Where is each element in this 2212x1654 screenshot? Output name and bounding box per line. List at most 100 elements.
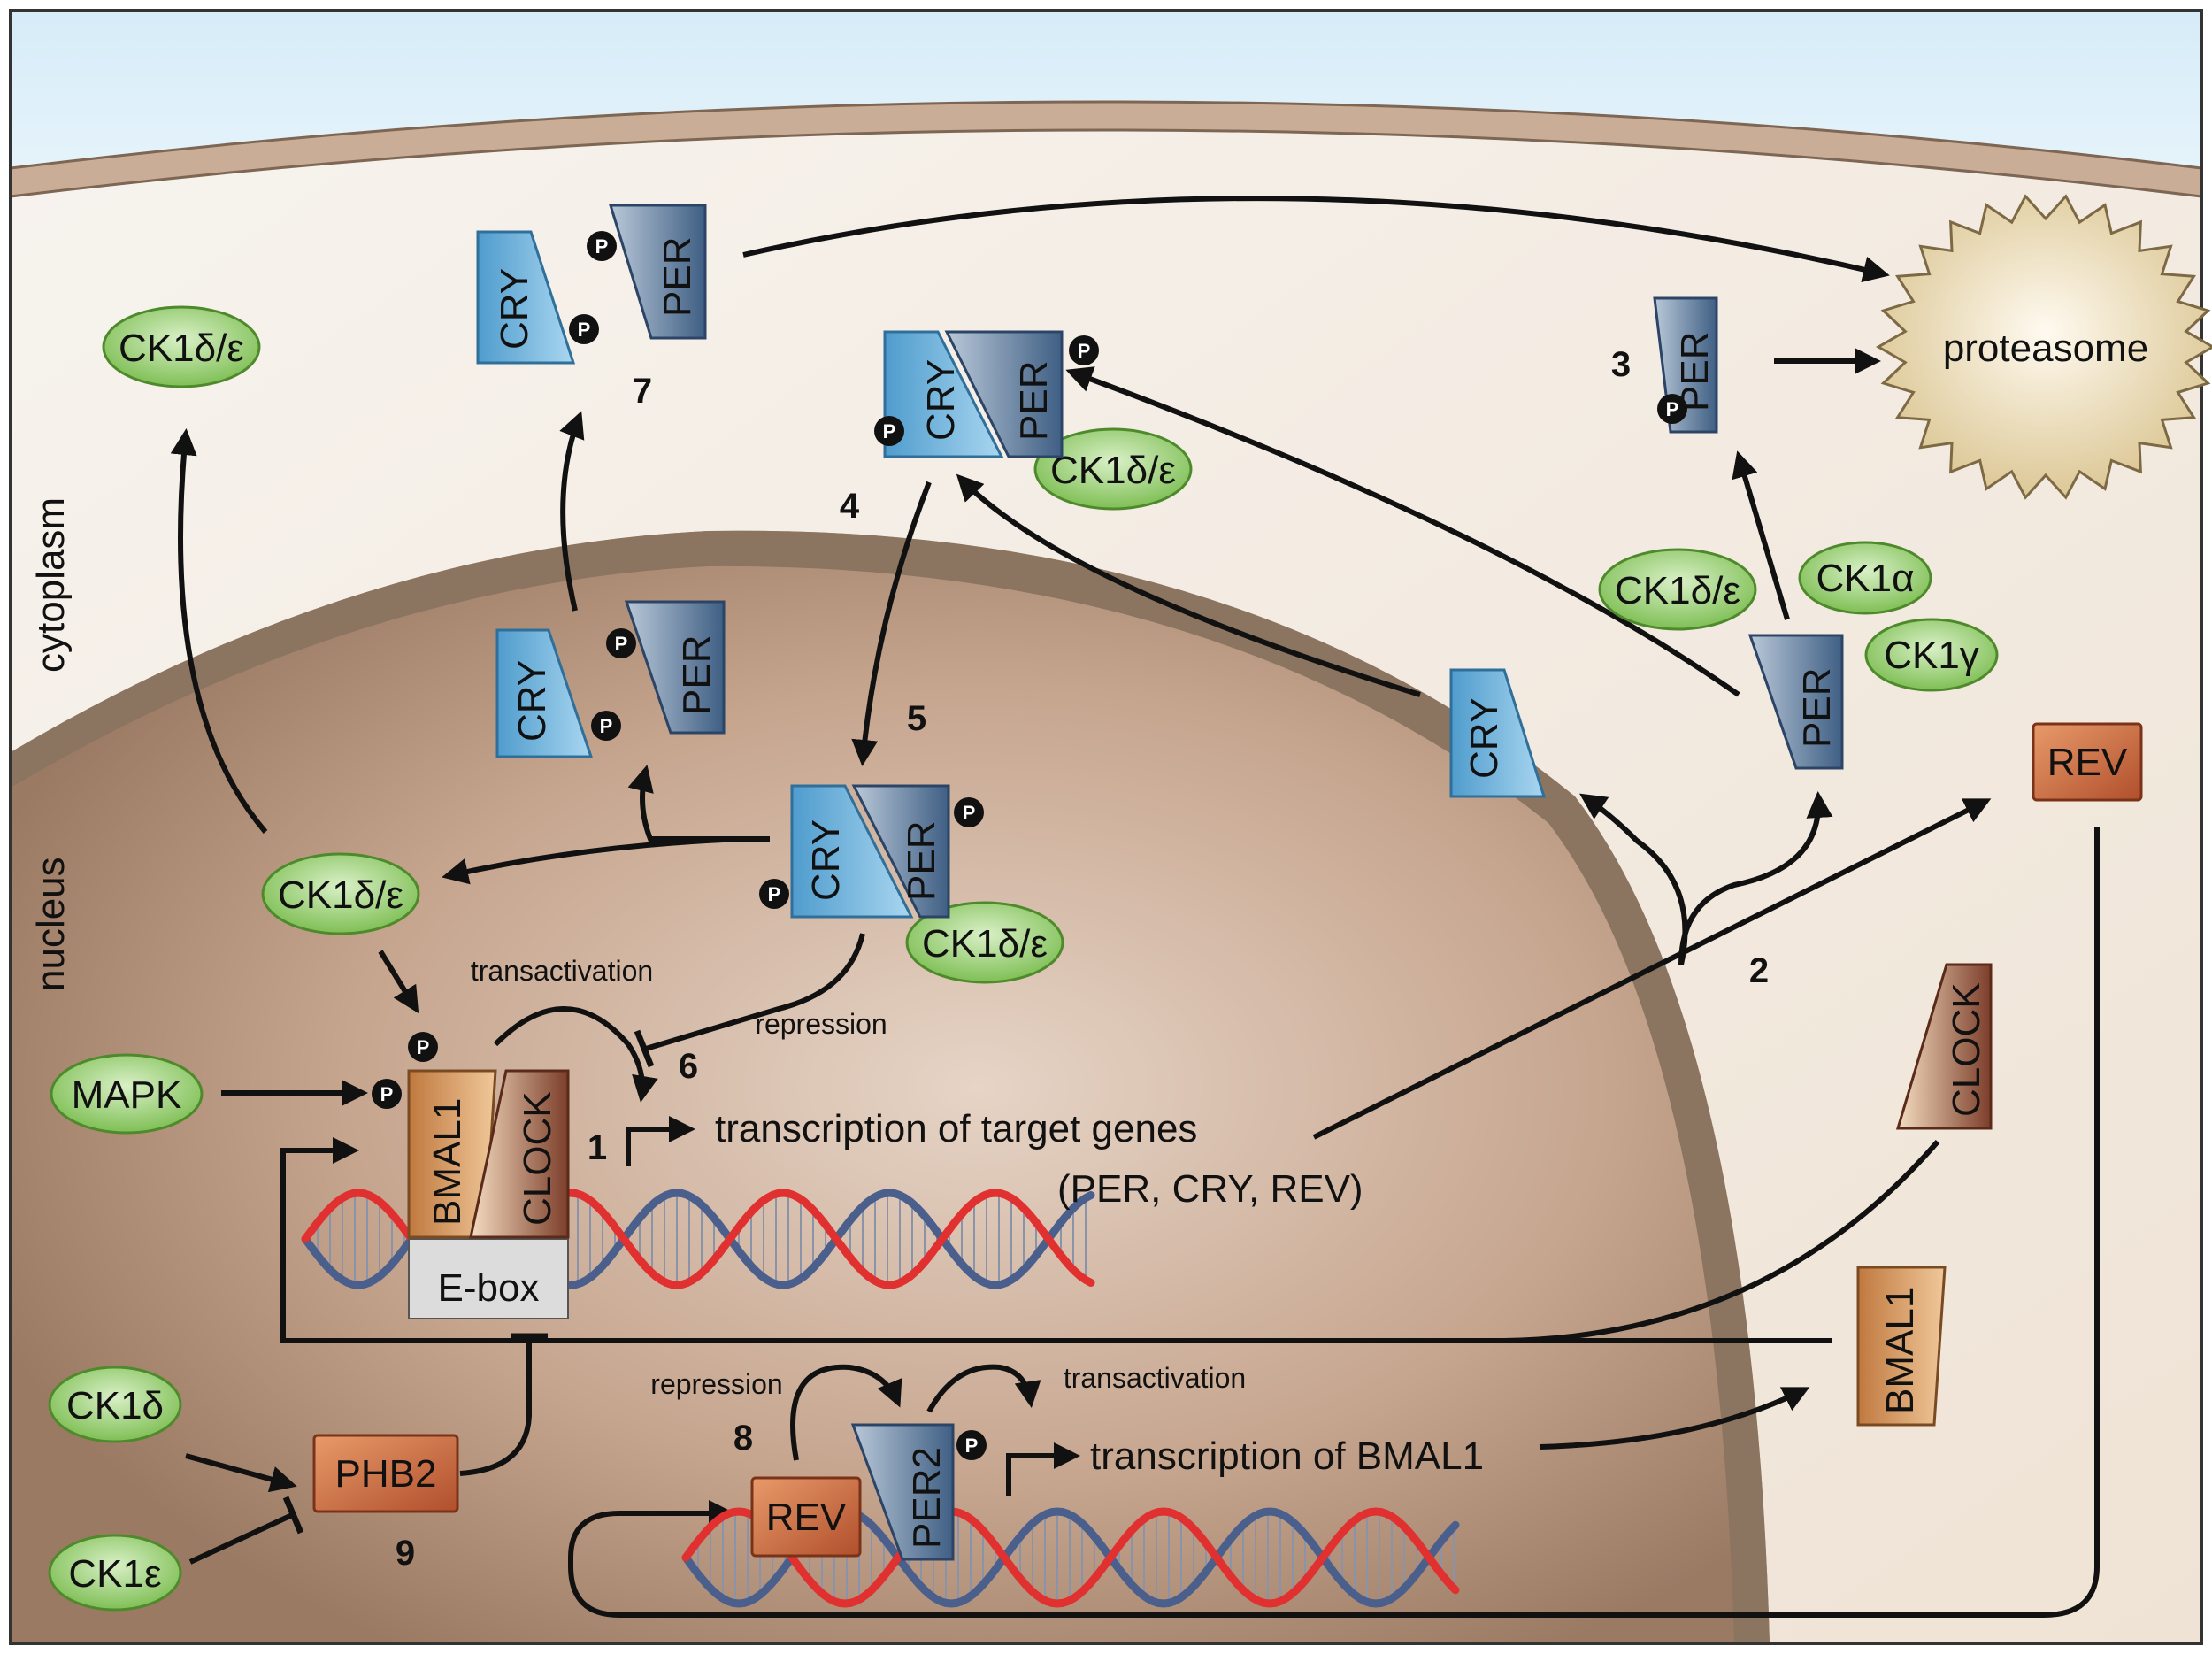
arrow-5-to-ck1 bbox=[442, 836, 744, 885]
target-genes-list: (PER, CRY, REV) bbox=[1057, 1167, 1363, 1211]
cry-protein-n bbox=[495, 628, 594, 758]
ck1de-label-1: CK1δ/ε bbox=[119, 327, 244, 370]
ck1de-label-3: CK1δ/ε bbox=[1615, 569, 1740, 612]
arrow-per-to-4 bbox=[1065, 366, 1740, 697]
arrow-to-bmal1 bbox=[1539, 1387, 1810, 1450]
phosphate-group: P bbox=[591, 711, 621, 741]
repression-line-ck1e bbox=[188, 1512, 294, 1565]
repression-label-1: repression bbox=[755, 1008, 887, 1040]
cry-label-right: CRY bbox=[1463, 697, 1506, 779]
step-numbers: 1 2 3 4 5 6 7 8 9 bbox=[396, 345, 1769, 1573]
bmal1-transcription-label: transcription of BMAL1 bbox=[1090, 1435, 1484, 1478]
per-protein-5 bbox=[851, 784, 950, 919]
arrow-5-to-nuclear-crp bbox=[627, 765, 770, 842]
transactivation-label-1: transactivation bbox=[471, 955, 653, 987]
proteasome-label: proteasome bbox=[1943, 327, 2148, 370]
annotations: transactivation repression transcription… bbox=[471, 955, 1484, 1478]
bmal1-label-right: BMAL1 bbox=[1878, 1287, 1922, 1414]
phosphate-group: P bbox=[1657, 394, 1687, 424]
phosphate-group: P bbox=[606, 628, 636, 658]
arrows bbox=[170, 196, 2100, 1618]
phosphate-group: P bbox=[372, 1079, 402, 1109]
arrow-ck1-export bbox=[170, 428, 268, 834]
phosphate-group: P bbox=[1069, 335, 1099, 365]
phosphate-label: P bbox=[883, 420, 896, 442]
per-label-right: PER bbox=[1795, 668, 1839, 748]
cry-per-complex-nuclear: CRY PER bbox=[495, 600, 726, 758]
ck1de-nucleus bbox=[261, 852, 420, 935]
arrow-cry-to-4 bbox=[956, 473, 1421, 697]
cry-protein-5 bbox=[790, 784, 914, 919]
bmal1-protein-right: BMAL1 bbox=[1856, 1266, 1947, 1427]
cry-protein-right: CRY bbox=[1449, 668, 1547, 798]
cry-protein bbox=[476, 230, 576, 365]
step-8: 8 bbox=[733, 1419, 753, 1458]
phb2-label: PHB2 bbox=[335, 1452, 437, 1496]
cry-per-complex-5: CRY PER bbox=[790, 784, 950, 919]
step-4: 4 bbox=[840, 487, 860, 526]
arrow-targets-to-rev bbox=[1312, 798, 1992, 1140]
arrow-ck1d-to-phb2 bbox=[185, 1453, 297, 1493]
cytoplasm-label: cytoplasm bbox=[29, 497, 73, 673]
step-2: 2 bbox=[1749, 951, 1769, 990]
cry-label-4: CRY bbox=[919, 359, 963, 441]
phosphate-group: P bbox=[759, 879, 789, 909]
ck1e bbox=[48, 1534, 182, 1612]
arrow-ck1-to-bmal1 bbox=[378, 950, 419, 1014]
ck1de-complex-5 bbox=[905, 901, 1064, 984]
repression-bar-ck1e bbox=[282, 1496, 304, 1535]
arrow-repression-8 bbox=[790, 1364, 902, 1461]
cry-per-complex-4: CRY PER bbox=[883, 330, 1064, 458]
per-label-5: PER bbox=[900, 821, 943, 901]
phosphate-group: P bbox=[408, 1032, 438, 1062]
phb2-box: PHB2 bbox=[312, 1434, 459, 1513]
phosphate-label: P bbox=[417, 1036, 430, 1058]
proteasome: proteasome bbox=[1876, 194, 2212, 500]
ck1de-label-5: CK1δ/ε bbox=[922, 922, 1048, 965]
arrow-per-to-3 bbox=[1732, 450, 1790, 620]
arrow-to-7 bbox=[559, 411, 585, 612]
per2-label: PER2 bbox=[905, 1447, 949, 1549]
cry-label-n: CRY bbox=[511, 660, 554, 742]
arrow-transactivation bbox=[493, 1006, 658, 1103]
step-9: 9 bbox=[396, 1534, 415, 1573]
step-3: 3 bbox=[1611, 345, 1631, 384]
ck1g bbox=[1864, 618, 1999, 692]
kinases bbox=[48, 305, 1999, 1612]
per2-protein: PER2 bbox=[850, 1423, 955, 1561]
ck1d bbox=[48, 1366, 182, 1443]
bmal1-label: BMAL1 bbox=[426, 1098, 469, 1226]
e-box: E-box bbox=[408, 1238, 569, 1319]
phosphate-label: P bbox=[615, 633, 628, 655]
arrow-to-cry bbox=[1579, 793, 1688, 965]
rev-label-lower: REV bbox=[766, 1496, 847, 1539]
phosphate-group: P bbox=[587, 231, 617, 261]
promoter-arrow-8 bbox=[1006, 1442, 1080, 1496]
target-genes-label: transcription of target genes bbox=[715, 1107, 1197, 1150]
ck1a bbox=[1798, 541, 1932, 615]
transactivation-label-8: transactivation bbox=[1064, 1362, 1246, 1394]
frame bbox=[9, 9, 2203, 1645]
clock-protein-right: CLOCK bbox=[1895, 963, 1993, 1130]
step-6: 6 bbox=[679, 1047, 698, 1086]
repression-line-phb2 bbox=[459, 1336, 532, 1476]
cry-per-complex-7: CRY PER bbox=[476, 204, 707, 365]
mapk bbox=[50, 1053, 204, 1135]
per-protein-right: PER bbox=[1747, 634, 1844, 770]
promoter-arrow-1 bbox=[626, 1116, 695, 1166]
arrow-rev-loop bbox=[568, 827, 2100, 1618]
bmal1-clock-complex: BMAL1 CLOCK bbox=[407, 1069, 570, 1239]
rev-box-lower: REV bbox=[750, 1476, 862, 1558]
phosphate-label: P bbox=[1666, 398, 1679, 420]
per-label-n: PER bbox=[675, 635, 718, 715]
clock-label-right: CLOCK bbox=[1945, 982, 1988, 1117]
clock-protein bbox=[469, 1069, 570, 1239]
arrow-transactivation-8 bbox=[926, 1364, 1041, 1413]
phosphate-group: P bbox=[954, 797, 984, 827]
ck1de-right bbox=[1598, 548, 1757, 631]
rev-box-right: REV bbox=[2032, 722, 2143, 802]
nucleus-label: nucleus bbox=[29, 857, 73, 991]
phosphate-group: P bbox=[874, 416, 904, 446]
ck1de-cytoplasm-left bbox=[102, 305, 261, 388]
